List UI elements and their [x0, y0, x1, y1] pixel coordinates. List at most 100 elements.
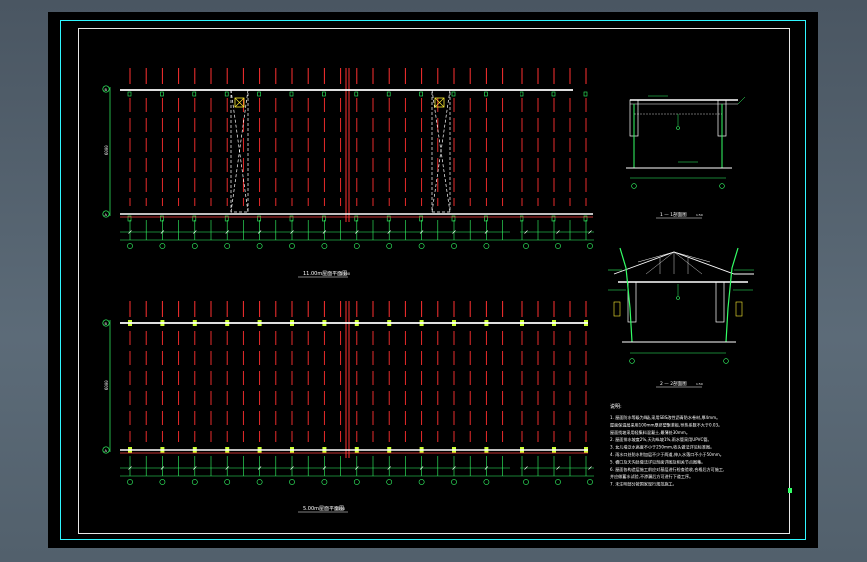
outer-frame	[60, 20, 806, 540]
tick-mark	[452, 466, 456, 470]
axis-bubble	[523, 479, 529, 485]
note-line: 6. 屋面各构造层施工前应对基层进行检查验收,合格后方可施工,	[610, 466, 724, 472]
drawing-notes: 说明: 1. 屋面防水等级为Ⅱ级,采用SBS改性沥青防水卷材,厚4mm。 屋面保…	[610, 403, 724, 487]
axis-bubble	[631, 183, 637, 189]
note-line: 屋面找坡采用轻集料混凝土,最薄处30mm。	[610, 429, 690, 435]
tick-mark	[387, 466, 391, 470]
column-cap	[224, 215, 229, 222]
axis-bubble	[719, 183, 725, 189]
tick-mark	[588, 466, 592, 470]
svg-text:1:50: 1:50	[696, 382, 703, 386]
axis-bubble	[555, 479, 561, 485]
bracing-panel	[230, 89, 451, 213]
tick-mark	[257, 230, 262, 234]
segment-gap	[510, 86, 520, 246]
tick-mark	[355, 230, 359, 234]
axis-bubble	[224, 479, 231, 485]
axis-bubble	[256, 479, 263, 485]
axis-bubble	[587, 243, 593, 249]
axis-bubble	[289, 479, 295, 485]
lower-plan-title: 5.00m屋面平面图	[303, 506, 344, 512]
column-cap	[160, 91, 164, 97]
column-cap	[289, 215, 294, 222]
svg-text:A: A	[105, 449, 108, 453]
tick-mark	[556, 466, 560, 470]
column-cap	[127, 215, 132, 222]
column-cap	[484, 91, 488, 97]
column-cap	[583, 215, 588, 222]
axis-bubble	[102, 446, 110, 454]
column-cap	[419, 91, 423, 97]
tick-mark	[322, 230, 327, 234]
section-1-1: 1 — 1剖面图 1:50	[626, 95, 746, 219]
column-cap	[386, 215, 391, 222]
axis-bubble	[629, 358, 635, 364]
column-cap	[127, 91, 132, 97]
tick-mark	[355, 466, 359, 470]
tick-mark	[225, 230, 229, 234]
cad-drawing: 6000 B A 11.00m屋面平面图 1:100 6000 B A 5.00…	[102, 68, 792, 513]
tick-mark	[419, 466, 424, 470]
column-cap	[354, 215, 359, 222]
tick-mark	[257, 466, 262, 470]
upper-plan-title: 11.00m屋面平面图	[303, 271, 347, 277]
axis-bubble	[127, 479, 133, 485]
axis-bubble	[723, 358, 729, 364]
upper-plan-scale: 1:100	[340, 272, 350, 276]
column-cap	[257, 91, 261, 97]
axis-bubble	[102, 210, 110, 218]
axis-bubble	[321, 243, 328, 249]
svg-text:6000: 6000	[104, 145, 109, 155]
note-line: 并应做蓄水试验,不渗漏后方可进行下道工序。	[610, 473, 693, 479]
lower-plan-scale: 1:100	[335, 507, 345, 511]
column-cap	[354, 91, 359, 97]
axis-bubble	[191, 479, 198, 485]
axis-bubble	[587, 479, 593, 485]
tick-mark	[387, 230, 391, 234]
tick-mark	[322, 466, 327, 470]
column-cap	[160, 215, 164, 222]
section-1-title: 1 — 1剖面图	[660, 211, 687, 218]
axis-bubble	[191, 243, 198, 249]
axis-bubble	[386, 479, 393, 485]
svg-text:B: B	[105, 88, 108, 92]
axis-bubble	[353, 479, 360, 485]
axis-bubble	[159, 479, 166, 485]
column-cap	[551, 215, 556, 222]
tick-mark	[193, 466, 197, 470]
axis-bubble	[418, 479, 425, 485]
axis-bubble	[159, 243, 166, 249]
note-line: 7. 未注明部分按国家现行规范施工。	[610, 481, 677, 487]
axis-bubble	[256, 243, 263, 249]
column-cap	[192, 215, 197, 222]
svg-text:B: B	[105, 322, 108, 326]
axis-bubble	[418, 243, 425, 249]
axis-bubble	[523, 243, 529, 249]
tick-mark	[452, 230, 456, 234]
note-line: 屋面保温层采用100mm厚挤塑聚苯板,导热系数不大于0.03。	[610, 421, 722, 427]
tick-mark	[556, 230, 560, 234]
upper-column-lines	[127, 68, 588, 246]
axis-bubble	[289, 243, 295, 249]
axis-bubble	[224, 243, 231, 249]
tick-mark	[419, 230, 424, 234]
tick-mark	[193, 230, 197, 234]
column-cap	[451, 91, 456, 97]
axis-bubble	[102, 85, 110, 93]
column-cap	[224, 91, 229, 97]
note-line: 3. 女儿墙泛水高度不小于250mm,收头做法详见标准图。	[610, 444, 714, 450]
note-line: 1. 屋面防水等级为Ⅱ级,采用SBS改性沥青防水卷材,厚4mm。	[610, 414, 720, 420]
column-cap	[583, 91, 588, 97]
axis-bubble	[451, 243, 457, 249]
inner-frame	[78, 28, 790, 534]
tick-mark	[484, 230, 489, 234]
tick-mark	[160, 466, 165, 470]
lower-roof-plan: 6000 B A 5.00m屋面平面图 1:100	[102, 301, 594, 513]
column-cap	[551, 91, 556, 97]
column-cap	[289, 91, 294, 97]
column-cap	[322, 215, 326, 222]
column-cap	[386, 91, 391, 97]
lower-dimension-chain	[120, 466, 594, 485]
tick-mark	[290, 466, 294, 470]
tick-mark	[588, 230, 592, 234]
